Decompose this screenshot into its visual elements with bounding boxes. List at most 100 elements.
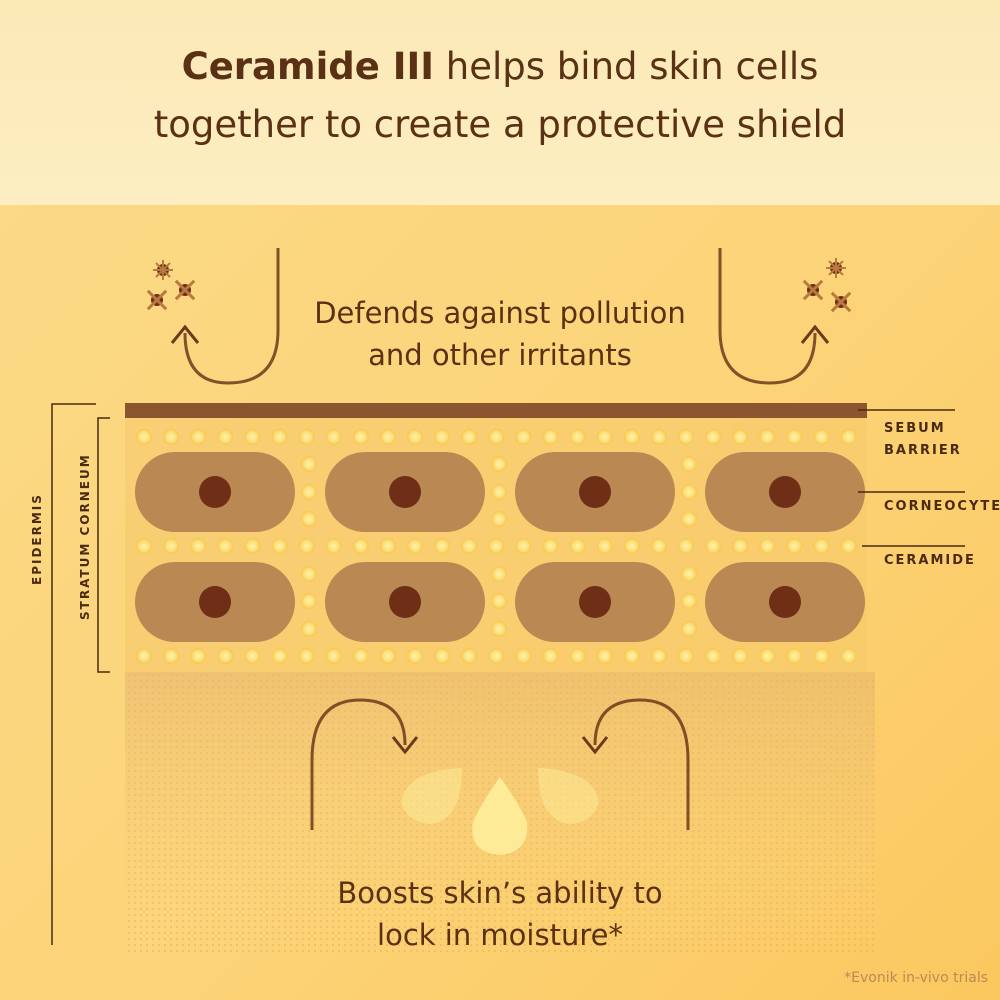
ceramide-dot xyxy=(271,429,288,445)
cell-nucleus xyxy=(389,586,421,618)
ceramide-dot xyxy=(813,538,830,554)
ceramide-dot xyxy=(163,429,180,445)
ceramide-dot xyxy=(190,648,207,664)
ceramide-dot xyxy=(491,456,507,472)
ceramide-dot xyxy=(190,429,207,445)
ceramide-dot xyxy=(298,538,315,554)
right-moisture-arrow xyxy=(593,698,690,830)
ceramide-dot xyxy=(461,648,478,664)
ceramide-dot xyxy=(488,648,505,664)
ceramide-dot xyxy=(681,593,697,609)
moisture-text-line2: lock in moisture* xyxy=(377,918,623,952)
ceramide-dot xyxy=(352,429,369,445)
ceramide-dot xyxy=(569,648,586,664)
defense-text-line1: Defends against pollution xyxy=(314,296,686,330)
left-moisture-arrow xyxy=(310,698,407,830)
ceramide-dot xyxy=(244,538,261,554)
ceramide-dot xyxy=(163,538,180,554)
ceramide-dot xyxy=(515,648,532,664)
headline: Ceramide III helps bind skin cells toget… xyxy=(0,38,1000,154)
ceramide-dot xyxy=(325,538,342,554)
cell-nucleus xyxy=(579,586,611,618)
stratum-corneum-label: STRATUM CORNEUM xyxy=(78,453,92,620)
pollutant-icons-right xyxy=(802,258,852,313)
cell-nucleus xyxy=(769,476,801,508)
moisture-text: Boosts skin’s ability to lock in moistur… xyxy=(250,872,750,956)
ceramide-dot xyxy=(461,429,478,445)
ceramide-dot xyxy=(491,566,507,582)
ceramide-dot xyxy=(325,429,342,445)
defense-text: Defends against pollution and other irri… xyxy=(250,292,750,376)
ceramide-dot xyxy=(705,429,722,445)
sebum-barrier-label: SEBUM BARRIER xyxy=(884,418,962,462)
ceramide-dot xyxy=(190,538,207,554)
ceramide-dot xyxy=(379,648,396,664)
droplet-left xyxy=(401,768,462,824)
ceramide-dot xyxy=(678,538,694,554)
ceramide-dot xyxy=(217,648,234,664)
ceramide-dot xyxy=(301,593,317,609)
ceramide-dot xyxy=(515,429,532,445)
footnote: *Evonik in-vivo trials xyxy=(844,970,988,986)
right-deflect-arrow-head xyxy=(800,324,830,344)
ceramide-dot xyxy=(491,484,507,500)
corneocyte-label: CORNEOCYTE xyxy=(884,499,1000,514)
cell-nucleus xyxy=(199,476,231,508)
ceramide-dot xyxy=(840,538,857,554)
ceramide-dot xyxy=(136,429,152,445)
ceramide-dot xyxy=(434,648,451,664)
ceramide-dot xyxy=(705,538,722,554)
ceramide-dot xyxy=(244,429,261,445)
ceramide-dot xyxy=(840,429,857,445)
moisture-text-line1: Boosts skin’s ability to xyxy=(337,876,663,910)
ceramide-dot xyxy=(271,538,288,554)
ceramide-dot xyxy=(491,511,507,527)
ceramide-dot xyxy=(217,538,234,554)
ceramide-dot xyxy=(596,648,613,664)
ceramide-dot xyxy=(491,621,507,637)
ceramide-dot xyxy=(681,621,697,637)
ceramide-dot xyxy=(705,648,722,664)
ceramide-dot xyxy=(569,429,586,445)
ceramide-dot xyxy=(596,538,613,554)
ceramide-dot xyxy=(461,538,478,554)
right-moisture-arrow-head xyxy=(581,736,609,755)
ceramide-dot xyxy=(352,648,369,664)
epidermis-bracket xyxy=(51,403,96,945)
ceramide-dot xyxy=(623,429,640,445)
ceramide-dot xyxy=(569,538,586,554)
ceramide-dot xyxy=(301,566,317,582)
ceramide-dot xyxy=(840,648,857,664)
ceramide-dot xyxy=(678,429,694,445)
sebum-label-line2: BARRIER xyxy=(884,443,962,458)
left-deflect-arrow-head xyxy=(170,324,200,344)
ceramide-dot xyxy=(623,648,640,664)
ceramide-dot xyxy=(759,429,776,445)
ceramide-dot xyxy=(650,429,667,445)
left-deflect-arrow xyxy=(183,248,280,385)
ceramide-dot xyxy=(759,538,776,554)
ceramide-dot xyxy=(352,538,369,554)
ceramide-dot xyxy=(163,648,180,664)
headline-bold: Ceramide III xyxy=(181,45,435,88)
ceramide-dot xyxy=(488,538,505,554)
ceramide-dot xyxy=(732,648,749,664)
headline-rest: helps bind skin cells xyxy=(434,45,819,88)
ceramide-dot xyxy=(678,648,694,664)
ceramide-dot xyxy=(298,429,315,445)
epidermis-label: EPIDERMIS xyxy=(30,493,44,585)
ceramide-dot xyxy=(542,648,559,664)
ceramide-dot xyxy=(786,538,803,554)
droplet-center xyxy=(472,777,528,855)
ceramide-dot xyxy=(542,429,559,445)
ceramide-dot xyxy=(491,593,507,609)
ceramide-dot xyxy=(407,429,423,445)
ceramide-dot xyxy=(681,511,697,527)
ceramide-dot xyxy=(301,456,317,472)
ceramide-dot xyxy=(650,648,667,664)
cell-nucleus xyxy=(769,586,801,618)
ceramide-dot xyxy=(813,429,830,445)
ceramide-dot xyxy=(786,429,803,445)
ceramide-dot xyxy=(786,648,803,664)
